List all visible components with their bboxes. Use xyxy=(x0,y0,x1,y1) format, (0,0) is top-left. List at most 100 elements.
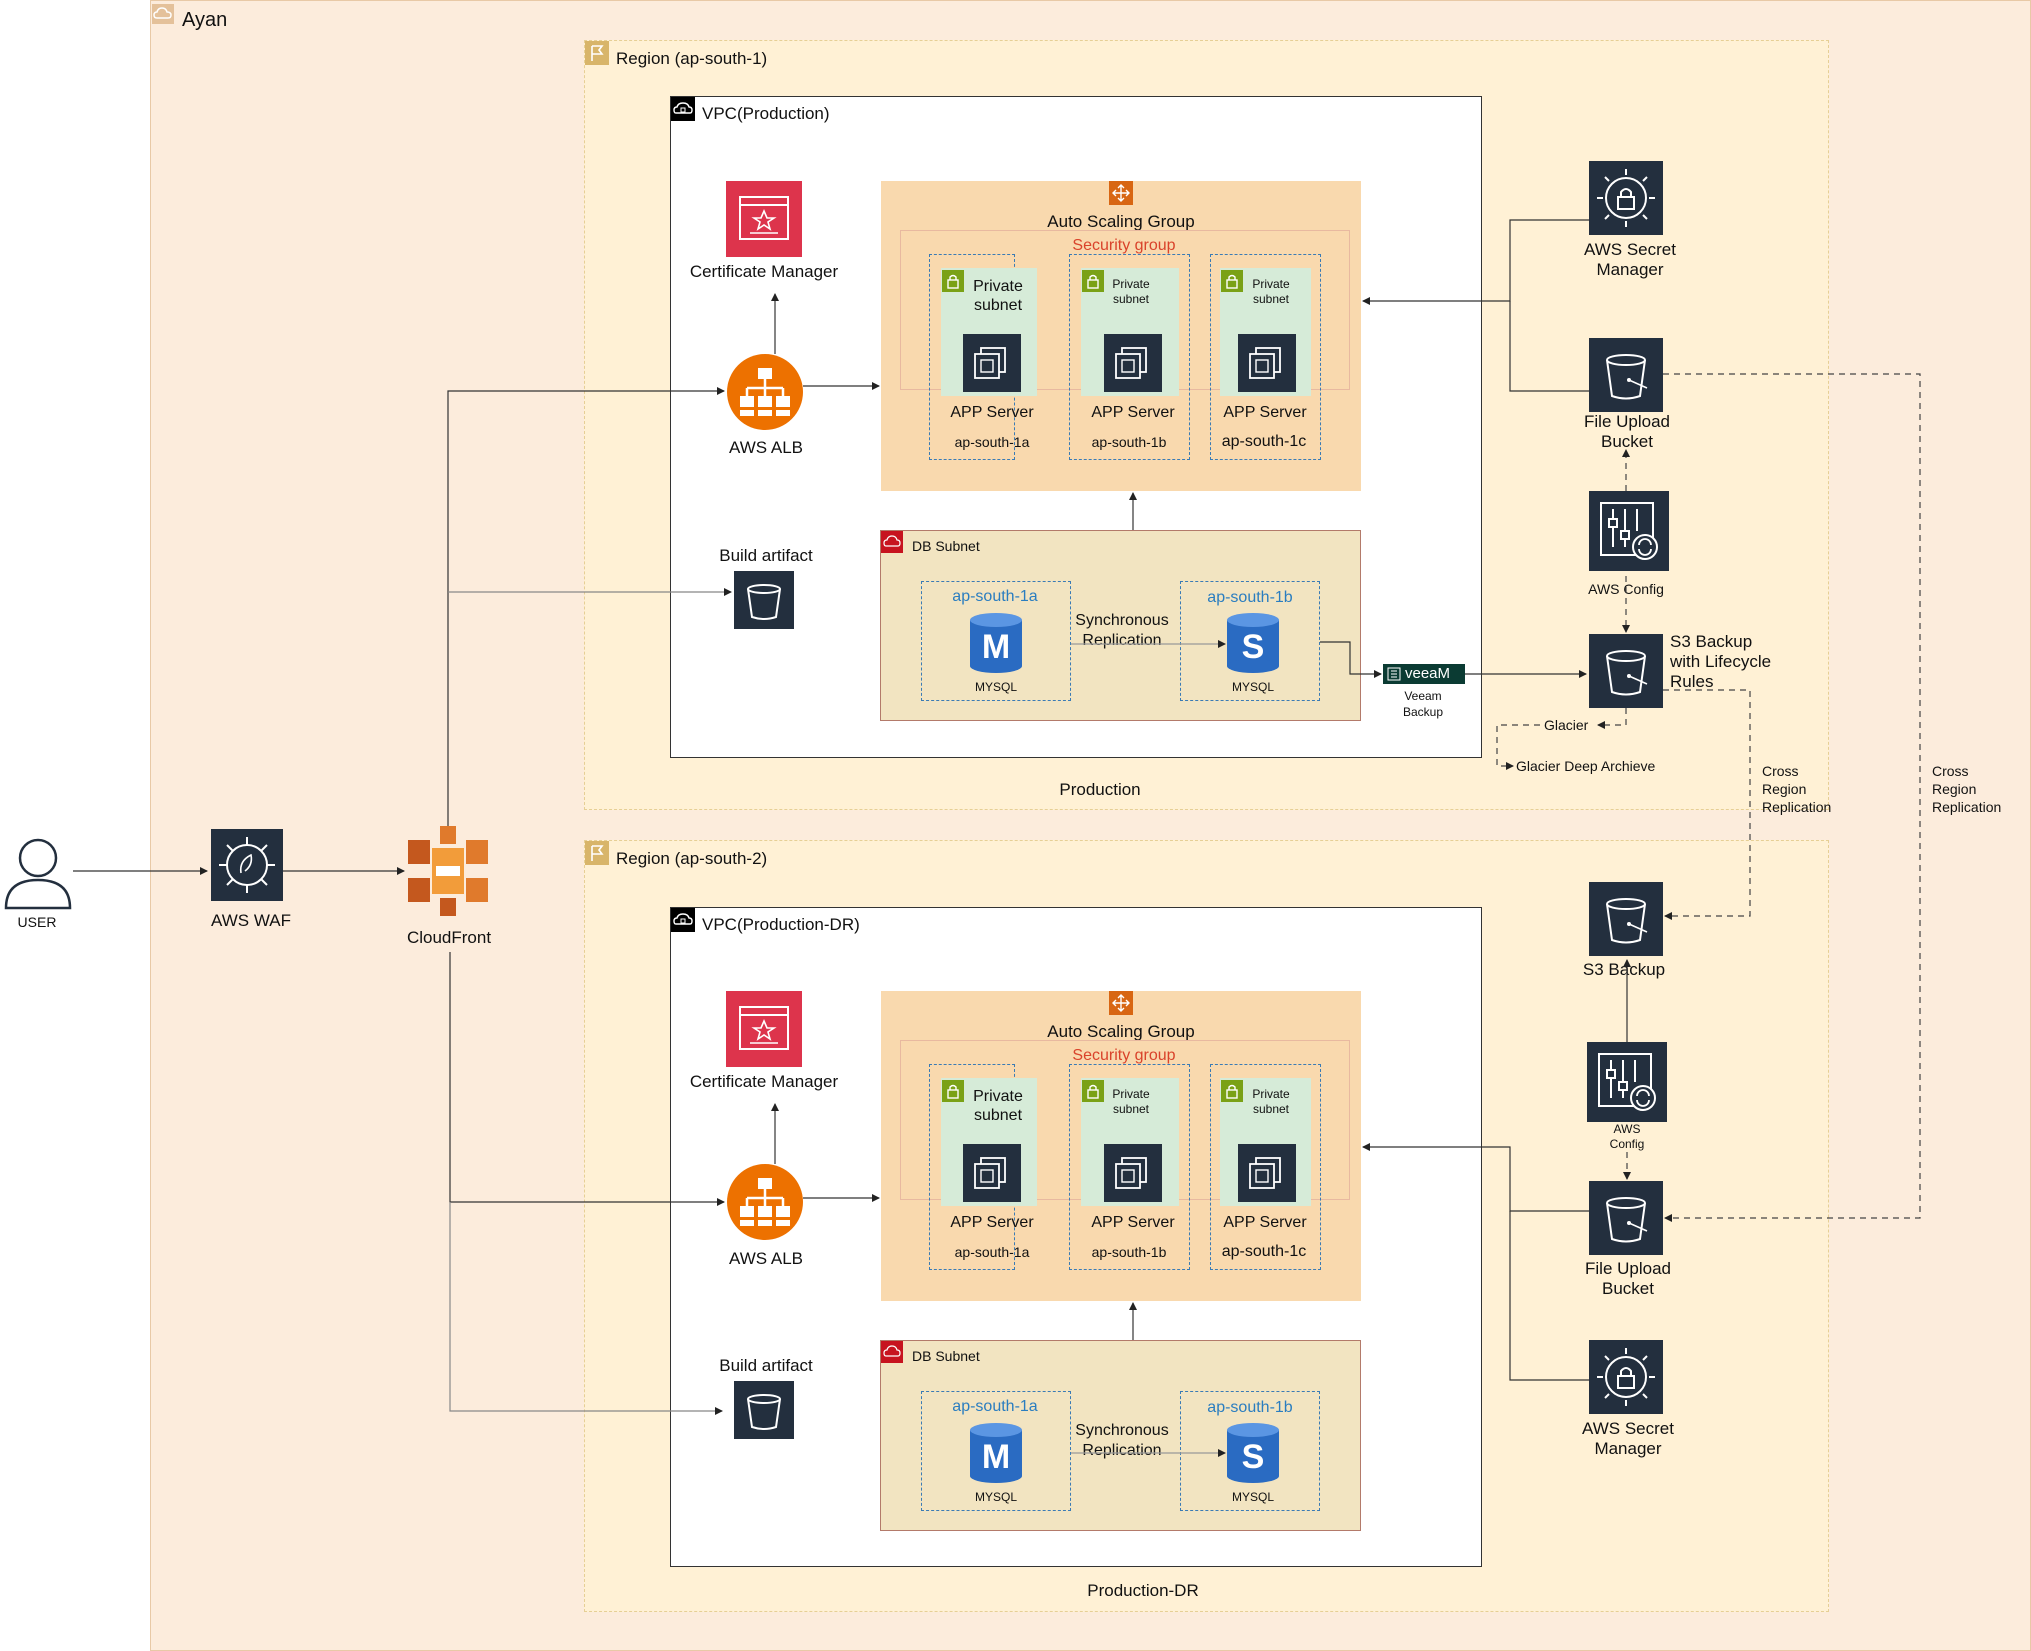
region-footer: Production-DR xyxy=(1087,1581,1199,1600)
db-az-box xyxy=(921,1391,1071,1511)
replication-label: Replication xyxy=(1082,632,1162,649)
lock-icon xyxy=(942,270,964,292)
build-artifact-label: Build artifact xyxy=(719,1356,813,1375)
subnet-label: Private xyxy=(973,278,1023,295)
app-server-label: APP Server xyxy=(1223,1214,1307,1231)
user-label: USER xyxy=(17,914,57,930)
subnet-label: subnet xyxy=(1112,292,1150,306)
cross-region-label: Region xyxy=(1762,781,1807,797)
region-flag-icon xyxy=(585,41,609,65)
secrets-manager-label: Manager xyxy=(1594,1439,1662,1458)
subnet-label: subnet xyxy=(973,1107,1023,1124)
alb-icon[interactable] xyxy=(727,354,803,430)
aws-config-label: Config xyxy=(1609,1137,1645,1151)
file-upload-label: File Upload xyxy=(1584,412,1670,431)
mysql-label: MYSQL xyxy=(974,680,1018,694)
subnet-label: subnet xyxy=(1112,1102,1150,1116)
aws-config-label: AWS Config xyxy=(1588,581,1664,597)
lock-icon xyxy=(1221,270,1243,292)
aws-config-icon[interactable] xyxy=(1589,491,1669,571)
secrets-manager-icon[interactable] xyxy=(1589,1340,1663,1414)
app-server-label: APP Server xyxy=(1091,404,1175,421)
aws-config-icon[interactable] xyxy=(1587,1042,1667,1122)
certificate-manager-icon[interactable] xyxy=(726,181,802,257)
auto-scaling-icon xyxy=(1109,991,1133,1015)
db-az-box xyxy=(921,581,1071,701)
cloudfront-icon[interactable] xyxy=(408,826,488,916)
waf-icon[interactable] xyxy=(211,829,283,901)
lock-icon xyxy=(1221,1080,1243,1102)
subnet-label: Private xyxy=(973,1088,1023,1105)
db-subnet-label: DB Subnet xyxy=(912,1348,980,1364)
region-label: Region (ap-south-1) xyxy=(616,49,768,68)
file-upload-label: Bucket xyxy=(1602,1279,1654,1298)
ec2-instance-icon[interactable] xyxy=(1238,1144,1296,1202)
az-label: ap-south-1c xyxy=(1221,433,1307,450)
certificate-manager-icon[interactable] xyxy=(726,991,802,1067)
secrets-manager-label: AWS Secret xyxy=(1582,1419,1674,1438)
replication-label: Synchronous xyxy=(1075,1422,1169,1439)
s3-backup-label: with Lifecycle xyxy=(1670,652,1772,671)
secrets-manager-icon[interactable] xyxy=(1589,161,1663,235)
az-box-1b xyxy=(1069,254,1190,460)
veeam-logo-text: veeaM xyxy=(1405,665,1451,682)
az-label: ap-south-1c xyxy=(1221,1243,1307,1260)
ec2-instance-icon[interactable] xyxy=(1238,334,1296,392)
build-artifact-label: Build artifact xyxy=(719,546,813,565)
glacier-deep-label: Glacier Deep Archieve xyxy=(1516,758,1656,774)
veeam-logo[interactable]: veeaM xyxy=(1383,664,1465,684)
auto-scaling-icon xyxy=(1109,181,1133,205)
s3-backup-label: Rules xyxy=(1670,672,1714,691)
alb-label: AWS ALB xyxy=(728,438,804,457)
s3-bucket-icon[interactable] xyxy=(734,571,794,629)
mysql-label: MYSQL xyxy=(974,1490,1018,1504)
certificate-manager-label: Certificate Manager xyxy=(689,262,839,281)
db-subnet xyxy=(880,530,1361,721)
ec2-instance-icon[interactable] xyxy=(1104,1144,1162,1202)
cloudfront-label: CloudFront xyxy=(406,928,492,947)
s3-bucket-icon[interactable] xyxy=(734,1381,794,1439)
az-label: ap-south-1b xyxy=(1207,1399,1293,1416)
s3-bucket-icon[interactable] xyxy=(1589,1181,1663,1255)
db-letter: M xyxy=(982,628,1010,666)
app-server-label: APP Server xyxy=(1223,404,1307,421)
app-server-label: APP Server xyxy=(1091,1214,1175,1231)
s3-bucket-icon[interactable] xyxy=(1589,338,1663,412)
cross-region-label: Cross xyxy=(1762,763,1799,779)
s3-backup-icon[interactable] xyxy=(1589,882,1663,956)
user-icon[interactable] xyxy=(3,834,73,910)
ec2-instance-icon[interactable] xyxy=(963,334,1021,392)
waf-label: AWS WAF xyxy=(211,911,291,930)
cloud-icon xyxy=(152,4,174,24)
mysql-master-icon[interactable]: M xyxy=(970,612,1022,674)
az-box-1c xyxy=(1210,254,1321,460)
mysql-standby-icon[interactable]: S xyxy=(1227,1422,1279,1484)
az-label: ap-south-1a xyxy=(954,1244,1030,1260)
cross-region-label: Replication xyxy=(1932,799,2002,815)
s3-backup-label: S3 Backup xyxy=(1670,632,1753,651)
az-label: ap-south-1a xyxy=(954,434,1030,450)
cloud-label: Ayan xyxy=(182,9,228,31)
region-footer: Production xyxy=(1059,780,1141,799)
s3-backup-icon[interactable] xyxy=(1589,634,1663,708)
veeam-label: Veeam xyxy=(1404,689,1442,703)
lock-icon xyxy=(942,1080,964,1102)
az-label: ap-south-1b xyxy=(1091,434,1167,450)
region-label: Region (ap-south-2) xyxy=(616,849,768,868)
subnet-label: Private xyxy=(1112,277,1150,291)
subnet-label: Private xyxy=(1112,1087,1150,1101)
app-server-label: APP Server xyxy=(950,404,1034,421)
veeam-label: Backup xyxy=(1402,705,1444,719)
asg-label: Auto Scaling Group xyxy=(1047,212,1195,231)
mysql-master-icon[interactable]: M xyxy=(970,1422,1022,1484)
secrets-manager-label: Manager xyxy=(1596,260,1664,279)
db-subnet xyxy=(880,1340,1361,1531)
db-letter: S xyxy=(1242,1438,1265,1476)
mysql-standby-icon[interactable]: S xyxy=(1227,612,1279,674)
glacier-label: Glacier xyxy=(1544,717,1589,733)
ec2-instance-icon[interactable] xyxy=(963,1144,1021,1202)
app-server-label: APP Server xyxy=(950,1214,1034,1231)
ec2-instance-icon[interactable] xyxy=(1104,334,1162,392)
cross-region-label: Replication xyxy=(1762,799,1832,815)
alb-icon[interactable] xyxy=(727,1164,803,1240)
